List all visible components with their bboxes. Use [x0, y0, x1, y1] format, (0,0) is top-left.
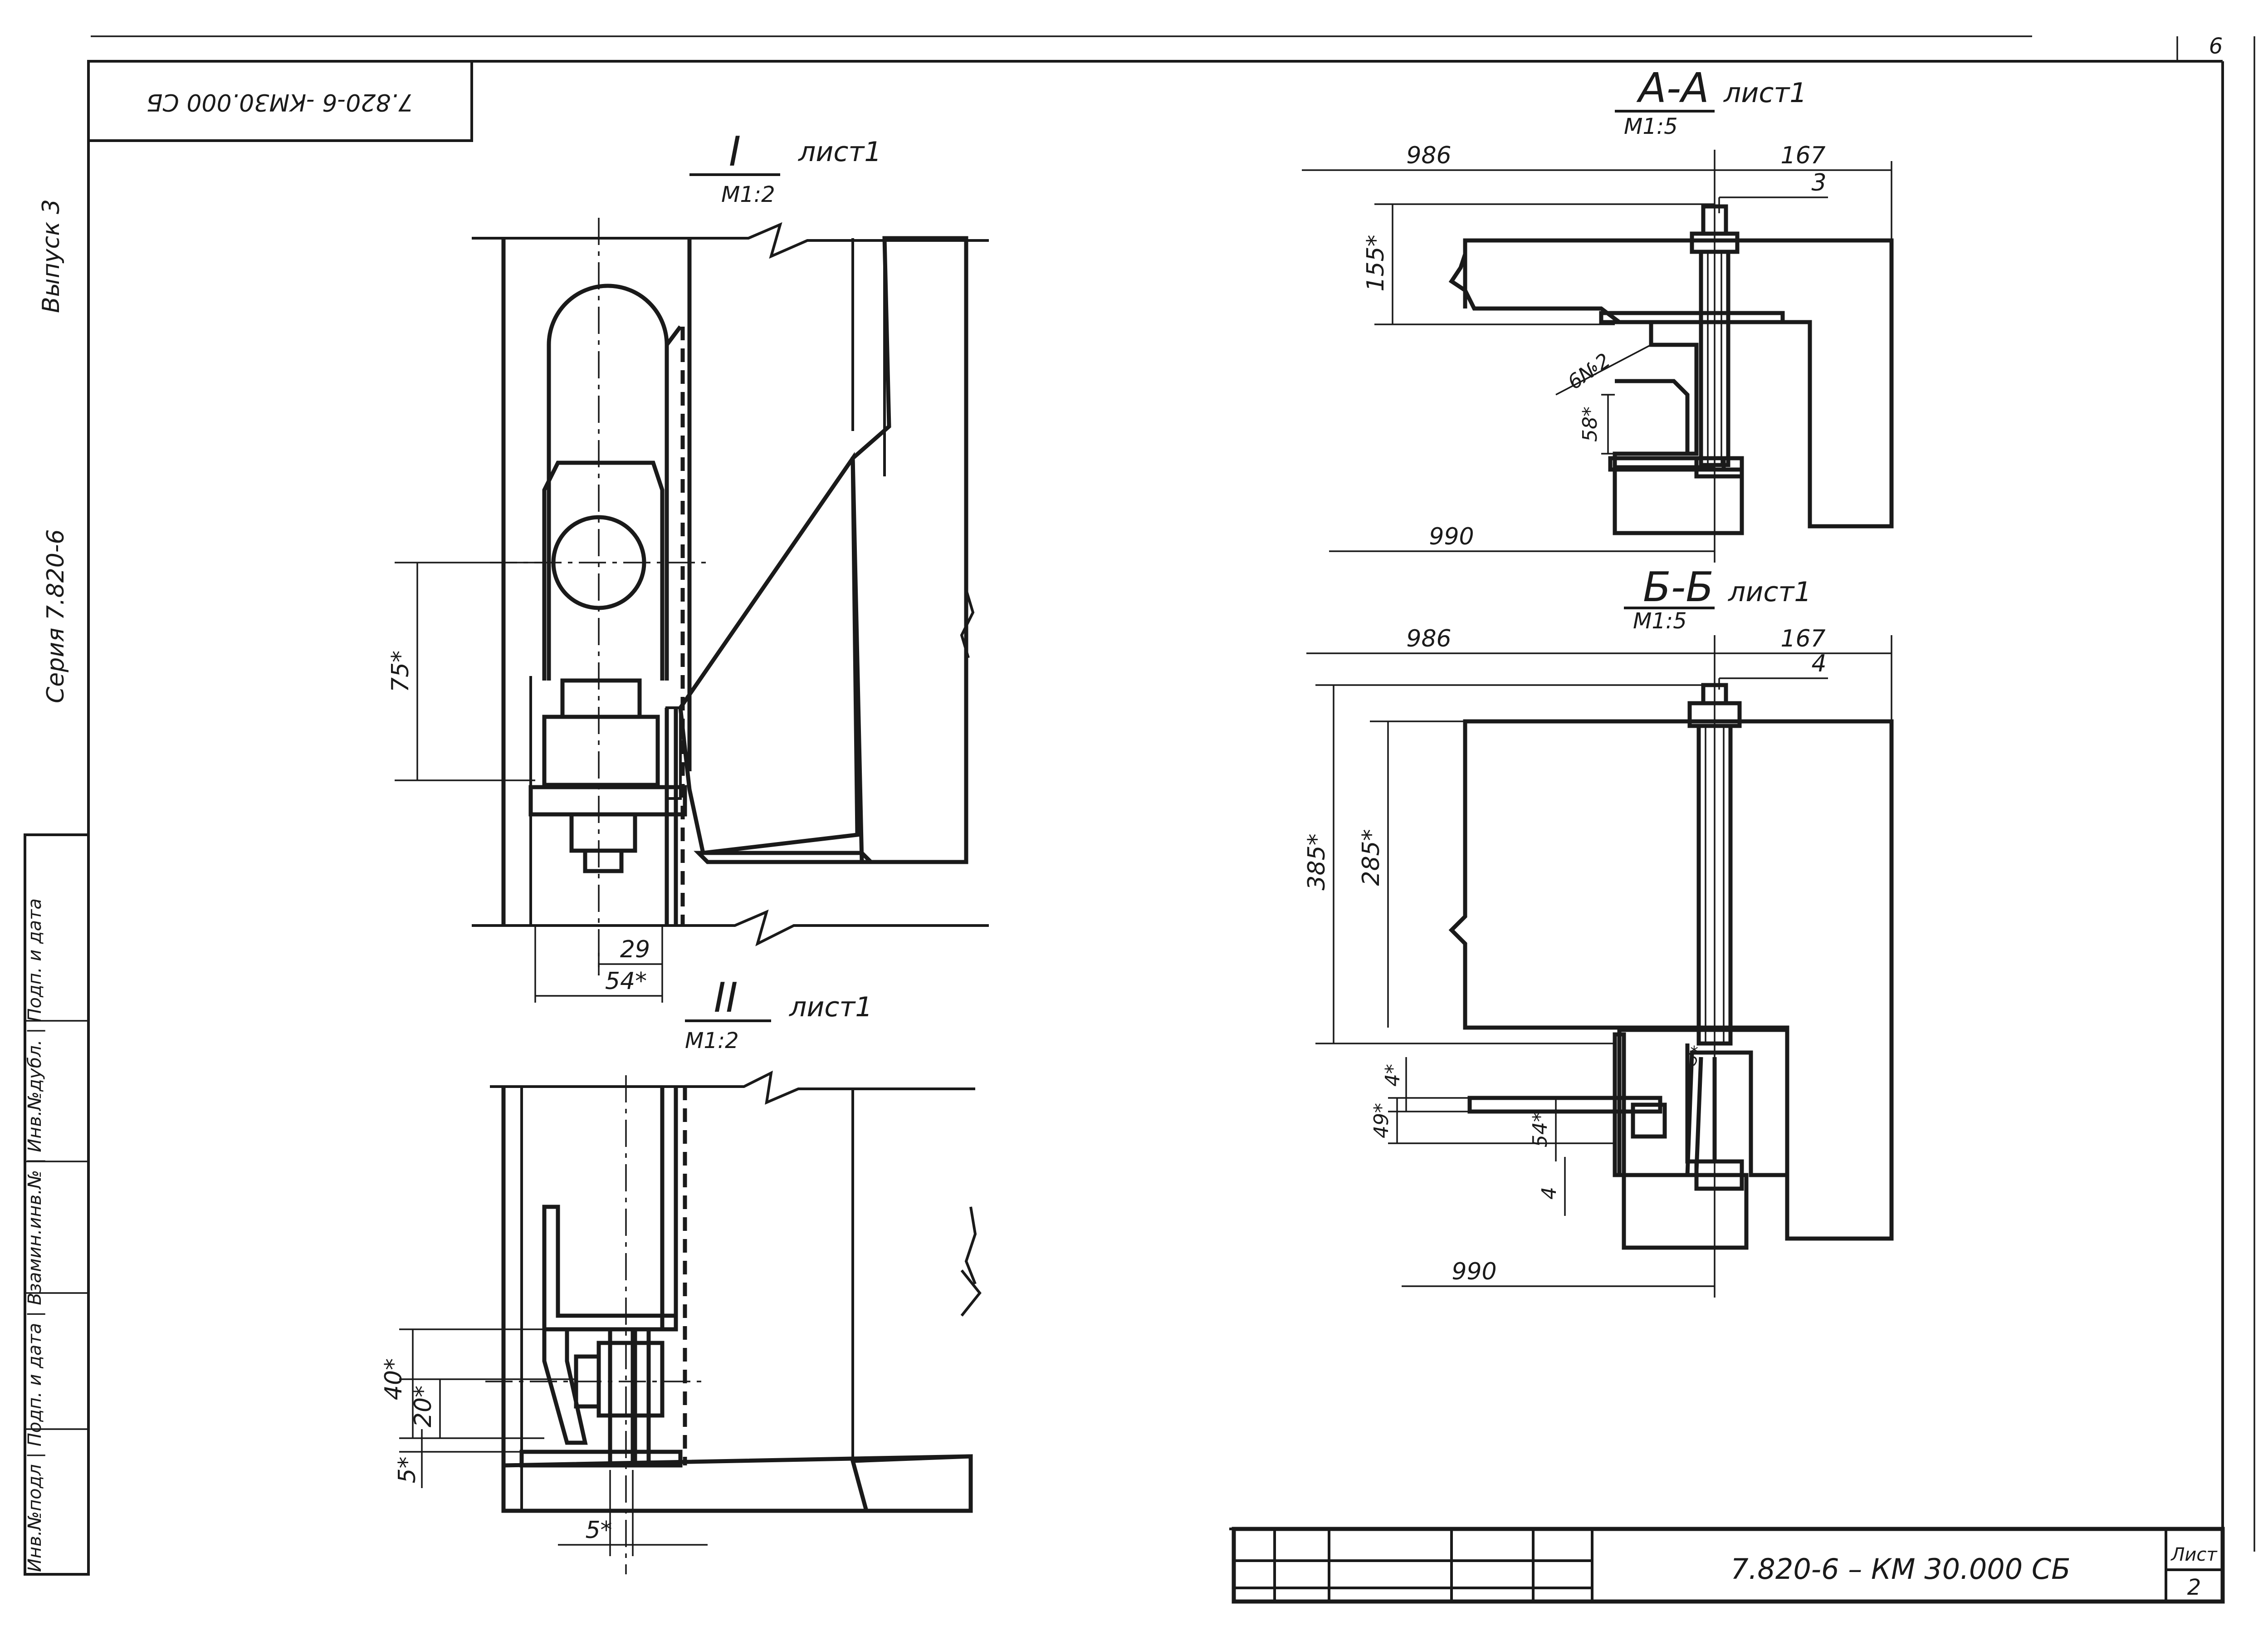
view-I: I лист1 М1:2	[387, 128, 989, 1003]
view-AA-dim-986: 986	[1406, 142, 1451, 169]
view-BB-ref: лист1	[1728, 576, 1811, 608]
view-BB-dim-4b: 4	[1538, 1187, 1561, 1200]
view-I-scale: М1:2	[721, 182, 775, 207]
left-margin-labels: Выпуск 3 Серия 7.820-6 Инв.№подл | Подп.…	[24, 199, 90, 1576]
view-I-dim-54: 54*	[605, 968, 647, 995]
view-AA-dim-155: 155*	[1362, 235, 1389, 291]
view-BB-dim-285: 285*	[1358, 829, 1385, 886]
series-label: Серия 7.820-6	[42, 529, 69, 703]
view-AA-pos-3: 3	[1811, 169, 1826, 196]
view-II-scale: М1:2	[685, 1028, 739, 1053]
view-AA-dim-990: 990	[1429, 523, 1474, 550]
rotated-stamp: 7.820-6 -КМ30.000 СБ	[87, 60, 473, 142]
view-BB-pos-4: 4	[1811, 650, 1826, 677]
view-II: II лист1 М1:2 40*	[380, 974, 982, 1574]
view-II-dim-40: 40*	[380, 1358, 407, 1400]
view-AA-ref: лист1	[1723, 77, 1807, 109]
title-block-sheet-label: Лист	[2170, 1544, 2218, 1565]
view-BB-title: Б-Б	[1643, 563, 1714, 611]
view-BB-dim-49: 49*	[1370, 1103, 1393, 1138]
view-BB-dim-990: 990	[1452, 1258, 1496, 1285]
view-II-title: II	[714, 974, 738, 1022]
corner-sheet-number: 6	[2209, 34, 2223, 59]
view-AA-title: А-А	[1636, 64, 1709, 112]
view-AA-scale: М1:5	[1624, 114, 1678, 139]
view-I-title: I	[729, 128, 741, 176]
title-block: 7.820-6 – КМ 30.000 СБ Лист 2	[1232, 1527, 2225, 1604]
title-block-sheet-number: 2	[2187, 1575, 2201, 1600]
view-II-dim-5v: 5*	[394, 1456, 421, 1483]
view-AA-dim-167: 167	[1780, 142, 1825, 169]
view-I-ref: лист1	[798, 136, 881, 168]
view-I-dim-75: 75*	[387, 651, 414, 692]
rotated-stamp-code: 7.820-6 -КМ30.000 СБ	[147, 88, 413, 116]
view-BB-dim-54: 54*	[1529, 1112, 1552, 1147]
view-II-dim-20: 20*	[410, 1386, 437, 1427]
view-BB-dim-4a: 4*	[1381, 1064, 1404, 1087]
title-block-designation: 7.820-6 – КМ 30.000 СБ	[1730, 1553, 2070, 1586]
view-AA-dim-58: 58*	[1579, 407, 1602, 442]
view-II-dim-5h: 5*	[585, 1517, 612, 1544]
view-BB: Б-Б лист1 М1:5 986 167 4 385*	[1303, 563, 1894, 1298]
view-AA: А-А лист1 М1:5 986 167 3 155*	[1302, 64, 1894, 563]
issue-label: Выпуск 3	[38, 199, 65, 313]
view-BB-dim-167: 167	[1780, 625, 1825, 652]
view-I-dim-29: 29	[620, 936, 650, 963]
view-BB-dim-385: 385*	[1303, 833, 1330, 890]
view-BB-scale: М1:5	[1633, 608, 1687, 634]
view-BB-dim-986: 986	[1406, 625, 1451, 652]
margin-fields-label: Инв.№подл | Подп. и дата | Взамин.инв.№ …	[24, 898, 45, 1572]
view-II-ref: лист1	[789, 991, 872, 1023]
